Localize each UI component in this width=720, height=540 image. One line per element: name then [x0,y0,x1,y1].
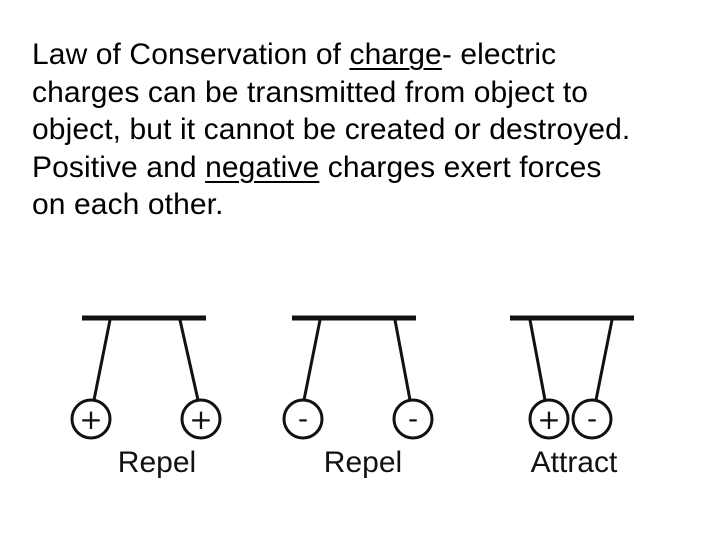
negative-charge-ball [571,398,613,440]
string [594,319,614,401]
charge-sign: + [537,403,560,436]
text-line-4: Positive and negative charges exert forc… [32,150,602,184]
text-line-2: charges can be transmitted from object t… [32,75,589,109]
negative-term: negative [205,150,320,184]
repel-label: Repel [118,446,196,479]
negative-charge-ball [282,398,324,440]
charge-sign: - [587,402,597,435]
string [528,319,547,401]
body-text: Law of Conservation of charge- electric … [32,36,704,224]
string [302,319,322,401]
text-line-3: object, but it cannot be created or dest… [32,113,631,146]
law-title: Law of Conservation of charge- electric [32,38,557,71]
attract-group: + - Attract [510,315,634,479]
positive-charge-ball [70,398,112,440]
negative-charge-ball [392,398,434,440]
charge-interaction-diagram: + + Repel - - Repel + - Attract [70,315,634,479]
string [178,319,200,401]
repel-negative-group: - - Repel [282,315,434,479]
repel-label: Repel [324,446,402,479]
charge-term: charge [349,38,442,71]
positive-charge-ball [528,398,570,440]
charge-sign: - [298,402,308,435]
positive-charge-ball [180,398,222,440]
charge-sign: + [189,403,212,436]
string [393,319,412,401]
charge-sign: + [79,403,102,436]
text-line-5: on each other. [32,188,224,221]
charge-sign: - [408,402,418,435]
repel-positive-group: + + Repel [70,315,222,479]
string [92,319,112,401]
attract-label: Attract [531,446,618,479]
